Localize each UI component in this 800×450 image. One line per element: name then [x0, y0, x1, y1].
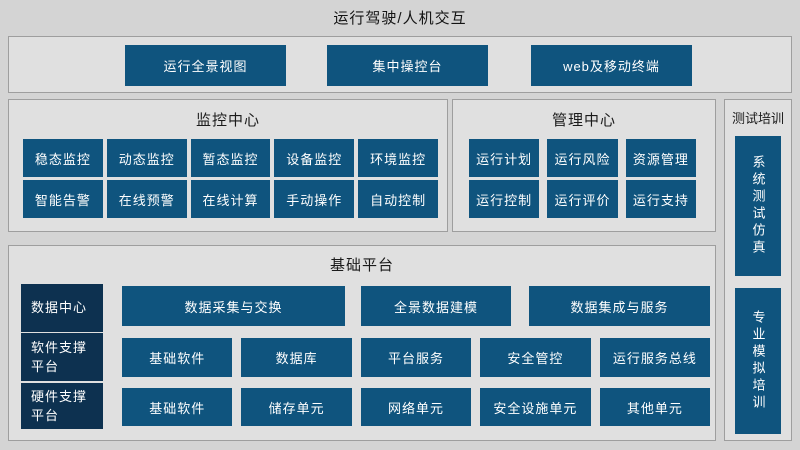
monitoring-row-2: 智能告警 在线预警 在线计算 手动操作 自动控制	[23, 180, 438, 218]
hardware-platform-row: 基础软件 储存单元 网络单元 安全设施单元 其他单元	[122, 388, 711, 426]
tile-intelligent-alarm[interactable]: 智能告警	[23, 180, 103, 218]
tile-storage-unit[interactable]: 储存单元	[241, 388, 352, 426]
tile-other-units[interactable]: 其他单元	[599, 388, 711, 426]
tile-steady-state-monitoring[interactable]: 稳态监控	[23, 139, 103, 177]
management-center-panel: 管理中心 运行计划 运行风险 资源管理 运行控制 运行评价 运行支持	[452, 99, 716, 232]
tile-transient-monitoring[interactable]: 暂态监控	[190, 139, 271, 177]
monitoring-row-1: 稳态监控 动态监控 暂态监控 设备监控 环境监控	[23, 139, 438, 177]
tile-manual-operation[interactable]: 手动操作	[274, 180, 355, 218]
tile-security-facility-unit[interactable]: 安全设施单元	[480, 388, 591, 426]
tile-operation-plan[interactable]: 运行计划	[469, 139, 540, 177]
row-header-data-center: 数据中心	[21, 284, 103, 332]
management-center-title: 管理中心	[551, 112, 616, 129]
tile-online-warning[interactable]: 在线预警	[106, 180, 187, 218]
tile-network-unit[interactable]: 网络单元	[360, 388, 472, 426]
row-header-hardware-support-platform: 硬件支撑 平台	[21, 383, 103, 429]
test-training-title: 测试培训	[731, 111, 784, 126]
tile-resource-management[interactable]: 资源管理	[625, 139, 696, 177]
tile-dynamic-monitoring[interactable]: 动态监控	[106, 139, 187, 177]
monitoring-center-title: 监控中心	[195, 112, 260, 129]
software-platform-row: 基础软件 数据库 平台服务 安全管控 运行服务总线	[122, 338, 711, 377]
tile-data-acquisition-exchange[interactable]: 数据采集与交换	[122, 286, 345, 326]
management-row-1: 运行计划 运行风险 资源管理	[469, 139, 696, 177]
tile-operation-evaluation[interactable]: 运行评价	[547, 180, 618, 218]
tile-operation-panorama-view[interactable]: 运行全景视图	[125, 45, 286, 86]
management-row-2: 运行控制 运行评价 运行支持	[469, 180, 696, 218]
tile-basic-software[interactable]: 基础软件	[122, 338, 233, 377]
tile-panorama-data-modeling[interactable]: 全景数据建模	[361, 286, 511, 326]
base-platform-title: 基础平台	[329, 257, 394, 274]
tile-operation-service-bus[interactable]: 运行服务总线	[599, 338, 711, 377]
row-header-software-support-platform: 软件支撑 平台	[21, 333, 103, 381]
tile-web-mobile-terminal[interactable]: web及移动终端	[531, 45, 692, 86]
tile-equipment-monitoring[interactable]: 设备监控	[274, 139, 355, 177]
tile-professional-simulation-training[interactable]: 专业模拟培训	[735, 288, 781, 434]
tile-system-test-simulation[interactable]: 系统测试仿真	[735, 136, 781, 276]
tile-operation-support[interactable]: 运行支持	[625, 180, 696, 218]
tile-platform-services[interactable]: 平台服务	[360, 338, 472, 377]
tile-centralized-console[interactable]: 集中操控台	[327, 45, 488, 86]
tile-data-integration-services[interactable]: 数据集成与服务	[529, 286, 710, 326]
tile-online-calculation[interactable]: 在线计算	[190, 180, 271, 218]
monitoring-center-panel: 监控中心 稳态监控 动态监控 暂态监控 设备监控 环境监控 智能告警 在线预警 …	[8, 99, 448, 232]
page-title: 运行驾驶/人机交互	[333, 10, 467, 27]
base-platform-panel: 基础平台 数据中心 软件支撑 平台 硬件支撑 平台 数据采集与交换 全景数据建模…	[8, 245, 716, 441]
test-training-panel: 测试培训 系统测试仿真 专业模拟培训	[724, 99, 792, 441]
tile-automatic-control[interactable]: 自动控制	[358, 180, 438, 218]
tile-basic-software-hw[interactable]: 基础软件	[122, 388, 233, 426]
hmi-panel: 运行全景视图 集中操控台 web及移动终端	[8, 36, 792, 93]
tile-database[interactable]: 数据库	[241, 338, 352, 377]
tile-operation-risk[interactable]: 运行风险	[547, 139, 618, 177]
tile-operation-control[interactable]: 运行控制	[469, 180, 540, 218]
tile-environment-monitoring[interactable]: 环境监控	[358, 139, 438, 177]
tile-security-control[interactable]: 安全管控	[480, 338, 591, 377]
